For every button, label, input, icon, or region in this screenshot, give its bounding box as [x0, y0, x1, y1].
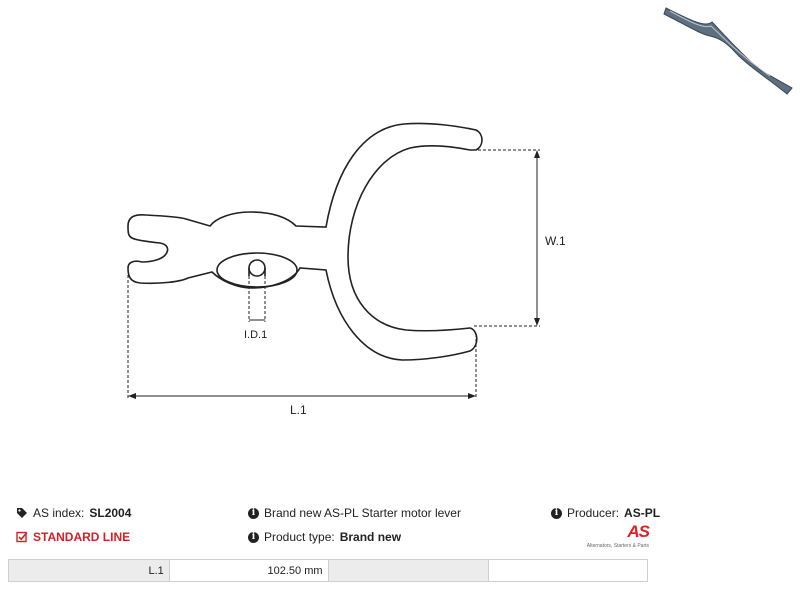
empty-cell — [488, 559, 648, 582]
lever-outline — [127, 122, 483, 361]
product-type-row: i Product type: Brand new — [248, 530, 401, 544]
dimension-label-width: W.1 — [545, 234, 566, 248]
param-value: 102.50 mm — [168, 559, 329, 582]
product-description: Brand new AS-PL Starter motor lever — [264, 506, 461, 520]
info-icon: i — [248, 531, 259, 543]
as-pl-logo: AS Alternators, Starters & Parts — [585, 522, 650, 550]
producer-label: Producer: — [567, 506, 620, 520]
checkbox-checked-icon — [16, 531, 28, 543]
as-index-value: SL2004 — [89, 506, 132, 520]
description-row: i Brand new AS-PL Starter motor lever — [248, 506, 461, 520]
as-index-row: AS index: SL2004 — [16, 506, 131, 520]
standard-line-label: STANDARD LINE — [33, 530, 131, 544]
dimension-lines — [127, 149, 540, 399]
empty-cell — [327, 559, 490, 582]
product-thumbnail — [663, 7, 793, 95]
producer-value: AS-PL — [624, 506, 661, 520]
info-icon: i — [248, 507, 259, 519]
logo-mark: AS — [627, 522, 650, 541]
table-row: L.1 102.50 mm — [8, 559, 648, 582]
as-index-label: AS index: — [33, 506, 85, 520]
product-type-label: Product type: — [264, 530, 335, 544]
logo-tagline: Alternators, Starters & Parts — [586, 543, 649, 549]
technical-drawing: W.1 I.D.1 L.1 — [127, 7, 793, 417]
producer-row: i Producer: AS-PL — [551, 506, 660, 520]
tag-icon — [17, 508, 27, 518]
dimension-label-inner-diameter: I.D.1 — [244, 329, 267, 341]
dimension-label-length: L.1 — [290, 403, 307, 417]
product-type-value: Brand new — [339, 530, 402, 544]
standard-line-row: STANDARD LINE — [16, 530, 130, 544]
param-label: L.1 — [8, 559, 170, 582]
info-icon: i — [551, 507, 562, 519]
parameters-table: L.1 102.50 mm — [8, 559, 648, 582]
